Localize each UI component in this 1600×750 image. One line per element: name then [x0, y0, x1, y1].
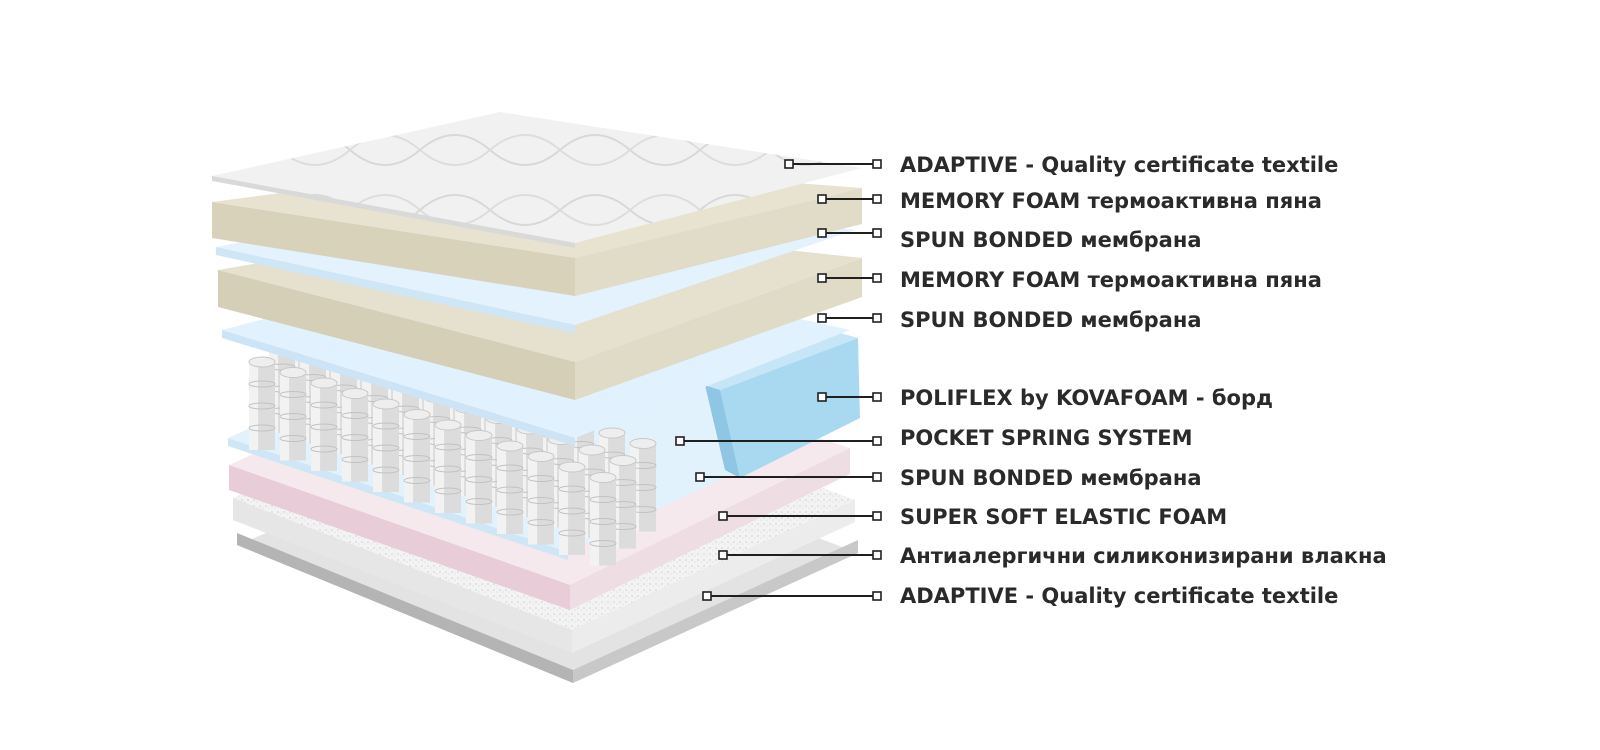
layer-top-textile — [212, 112, 862, 248]
callout-7: POCKET SPRING SYSTEM — [675, 426, 1193, 450]
callout-11: ADAPTIVE - Quality certificate textile — [702, 584, 1338, 608]
callout-4: MEMORY FOAM термоактивна пяна — [817, 268, 1322, 292]
spring-coil — [589, 472, 617, 566]
label-spun-bonded-1: SPUN BONDED мембрана — [900, 228, 1202, 252]
label-spun-bonded-3: SPUN BONDED мембрана — [900, 466, 1202, 490]
callout-1: ADAPTIVE - Quality certificate textile — [784, 153, 1338, 177]
label-silicone-fibres: Антиалергични силиконизирани влакна — [900, 544, 1387, 568]
spring-coil — [248, 356, 276, 450]
callout-8: SPUN BONDED мембрана — [695, 466, 1202, 490]
spring-coil — [527, 451, 555, 545]
spring-coil — [279, 367, 307, 461]
callout-3: SPUN BONDED мембрана — [817, 228, 1202, 252]
label-adaptive-top: ADAPTIVE - Quality certificate textile — [900, 153, 1338, 177]
callout-10: Антиалергични силиконизирани влакна — [718, 544, 1387, 568]
label-memory-foam-1: MEMORY FOAM термоактивна пяна — [900, 189, 1322, 213]
label-super-soft-foam: SUPER SOFT ELASTIC FOAM — [900, 505, 1227, 529]
spring-coil — [372, 398, 400, 492]
layer-poliflex-board — [700, 330, 860, 478]
spring-coil — [558, 461, 586, 555]
spring-coil — [434, 419, 462, 513]
label-adaptive-bottom: ADAPTIVE - Quality certificate textile — [900, 584, 1338, 608]
callout-9: SUPER SOFT ELASTIC FOAM — [718, 505, 1227, 529]
callout-2: MEMORY FOAM термоактивна пяна — [817, 189, 1322, 213]
spring-coil — [403, 409, 431, 503]
spring-coil — [496, 440, 524, 534]
label-memory-foam-2: MEMORY FOAM термоактивна пяна — [900, 268, 1322, 292]
layer-pocket-springs — [248, 322, 657, 566]
spring-coil — [341, 388, 369, 482]
label-pocket-spring: POCKET SPRING SYSTEM — [900, 426, 1193, 450]
spring-coil — [465, 430, 493, 524]
spring-coil — [310, 377, 338, 471]
callout-5: SPUN BONDED мембрана — [817, 308, 1202, 332]
label-spun-bonded-2: SPUN BONDED мембрана — [900, 308, 1202, 332]
label-poliflex: POLIFLEX by KOVAFOAM - борд — [900, 386, 1273, 410]
callout-6: POLIFLEX by KOVAFOAM - борд — [817, 386, 1273, 410]
callouts: ADAPTIVE - Quality certificate textile M… — [675, 153, 1387, 608]
